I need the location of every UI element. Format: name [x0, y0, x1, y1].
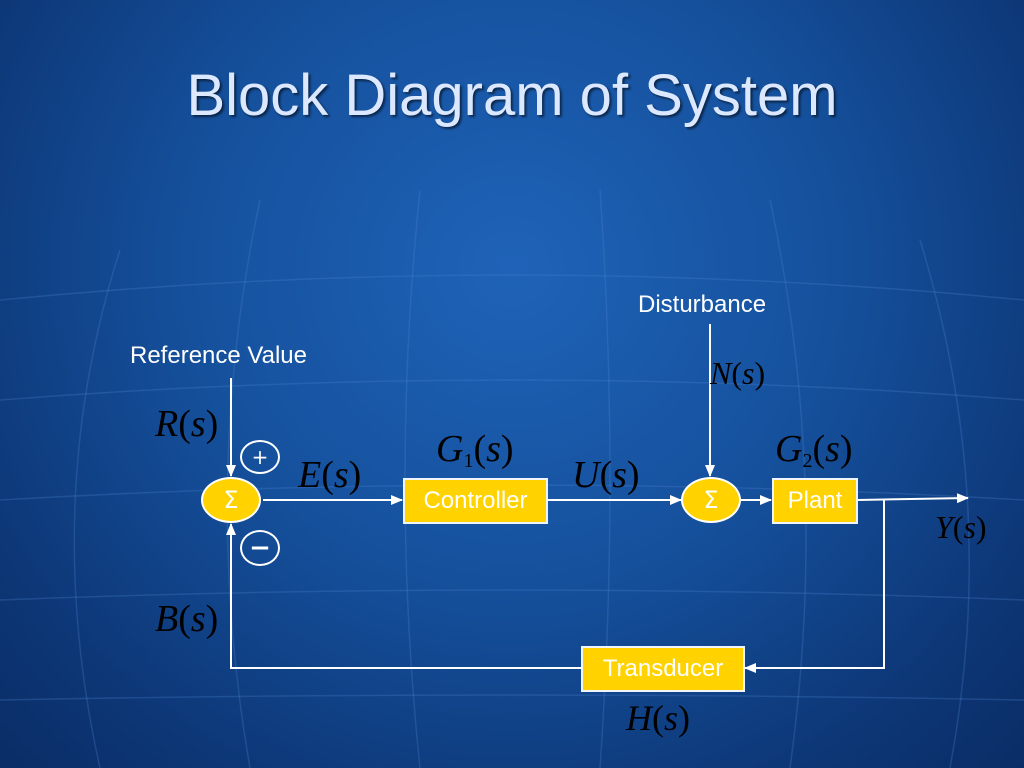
transfer-G2: G2(s) [775, 428, 853, 472]
signal-Y: Y(s) [935, 509, 987, 545]
sigma-symbol: Σ [703, 486, 719, 514]
signal-R: R(s) [155, 403, 219, 445]
plant-block: Plant [772, 478, 858, 524]
feedback-line-left [226, 523, 581, 669]
transducer-label: Transducer [602, 655, 724, 682]
feedback-line-right [744, 500, 885, 673]
signal-E: E(s) [298, 454, 362, 496]
plus-sign: + [240, 440, 280, 474]
sigma-symbol: Σ [223, 486, 239, 514]
summing-junction-1: Σ [201, 477, 261, 523]
transducer-block: Transducer [581, 646, 745, 692]
output-line [857, 493, 969, 504]
disturbance-label: Disturbance [638, 291, 767, 318]
controller-label: Controller [423, 487, 528, 514]
slide-title: Block Diagram of System [186, 63, 838, 128]
transfer-H: H(s) [626, 698, 691, 738]
transfer-G1: G1(s) [436, 428, 514, 472]
signal-N: N(s) [710, 355, 766, 391]
signal-U: U(s) [572, 454, 640, 496]
controller-block: Controller [403, 478, 548, 524]
minus-sign: − [240, 530, 280, 566]
reference-value-label: Reference Value [130, 342, 307, 369]
signal-B: B(s) [155, 598, 219, 640]
summing-junction-2: Σ [681, 477, 741, 523]
plant-label: Plant [787, 487, 843, 514]
